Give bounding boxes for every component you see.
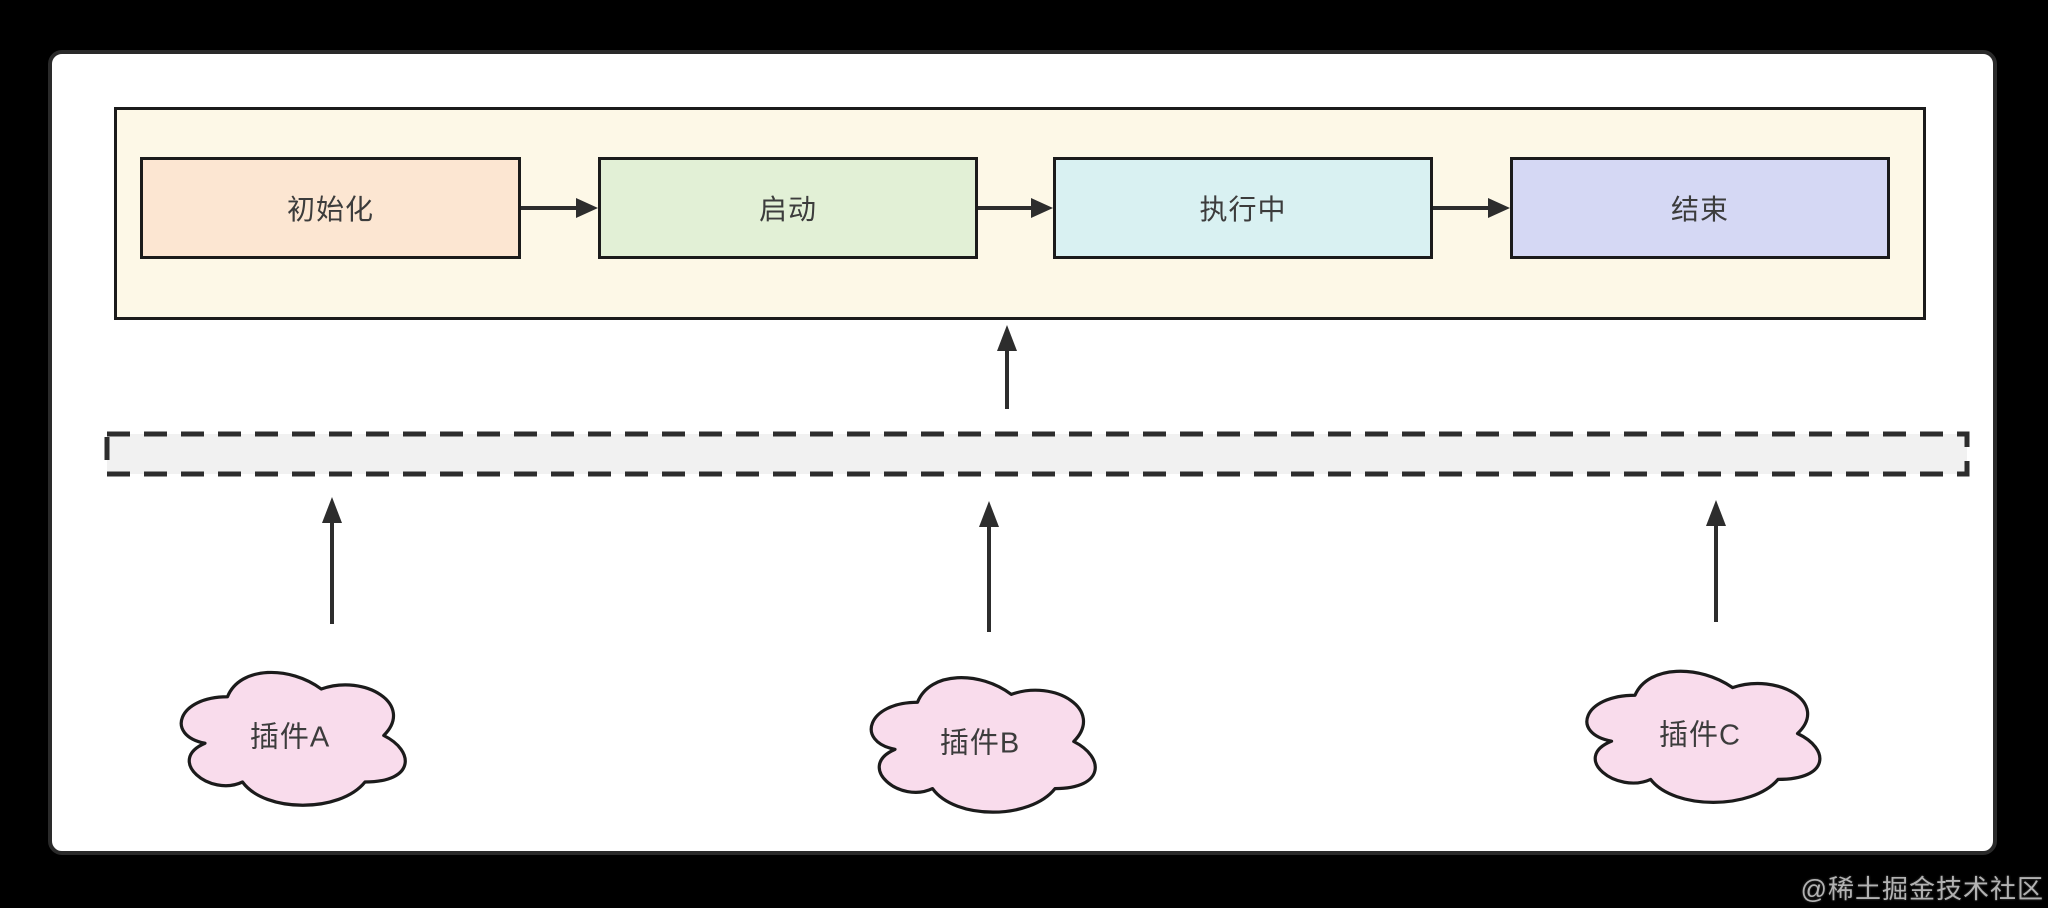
arrow-right-icon [978, 198, 1053, 218]
arrow-right-icon [521, 198, 598, 218]
plugin-label: 插件A [249, 720, 331, 753]
arrow-up-icon [996, 325, 1018, 409]
arrow-right-icon [1433, 198, 1510, 218]
cloud-shape-icon [181, 672, 405, 805]
plugin-cloud-b: 插件B [855, 663, 1105, 820]
cloud-shape-icon [1587, 671, 1820, 802]
arrow-up-icon [321, 497, 343, 624]
watermark: @稀土掘金技术社区 [1800, 874, 2044, 904]
stage-box-start: 启动 [598, 157, 978, 259]
stage-box-init: 初始化 [140, 157, 521, 259]
plugin-bus-bar [104, 431, 1970, 477]
arrow-up-icon [1705, 500, 1727, 622]
cloud-shape-icon [871, 678, 1095, 813]
plugin-bus-rect [104, 431, 1970, 477]
arrow-up-icon [978, 501, 1000, 632]
stage-box-end: 结束 [1510, 157, 1890, 259]
stage-box-running: 执行中 [1053, 157, 1433, 259]
plugin-cloud-a: 插件A [165, 658, 415, 813]
plugin-label: 插件C [1659, 718, 1741, 751]
plugin-label: 插件B [939, 726, 1021, 759]
plugin-cloud-c: 插件C [1570, 657, 1830, 810]
